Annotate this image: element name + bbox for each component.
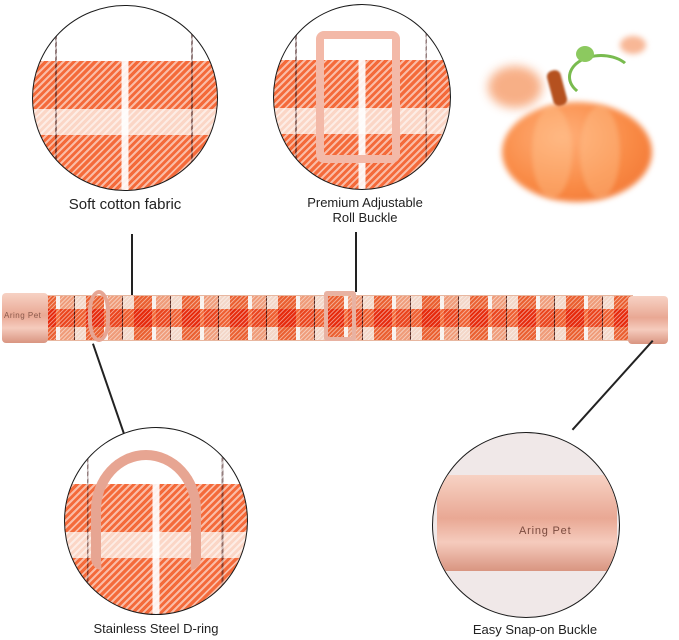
pumpkin-body (502, 102, 652, 202)
pumpkin-rib (580, 106, 620, 198)
connector-line-snap-buckle (571, 340, 654, 431)
pumpkin-stem (545, 68, 569, 108)
snap-buckle-label: Easy Snap-on Buckle (472, 622, 598, 637)
fabric-label: Soft cotton fabric (68, 196, 182, 213)
roll-buckle-label-line1: Premium Adjustable (307, 195, 423, 210)
roll-buckle-closeup-image (273, 4, 451, 190)
collar-roll-buckle (324, 291, 356, 341)
roll-buckle-frame (316, 31, 400, 163)
snap-buckle-closeup-body (437, 475, 617, 571)
d-ring-closeup-image (64, 427, 248, 615)
pumpkin-leaf (576, 46, 594, 62)
d-ring-label: Stainless Steel D-ring (93, 621, 219, 636)
collar-snap-buckle-left (2, 293, 48, 343)
roll-buckle-label-line2: Roll Buckle (332, 210, 398, 225)
collar-strap (38, 295, 633, 341)
collar-d-ring (88, 290, 110, 342)
collar-brand-engraving: Aring Pet (4, 311, 42, 320)
collar-snap-buckle-right (628, 296, 668, 344)
pumpkin-rib (532, 106, 572, 198)
pumpkin-tiny-blur (620, 36, 646, 54)
connector-line-d-ring (92, 343, 126, 439)
d-ring-closeup-ring (91, 450, 201, 570)
snap-buckle-closeup-engraving: Aring Pet (519, 525, 572, 537)
pumpkin-small-blur (488, 66, 542, 108)
fabric-closeup-image (32, 5, 218, 191)
pumpkin-vine (568, 54, 634, 100)
connector-line-roll-buckle (355, 232, 357, 292)
pumpkin-icon (472, 30, 672, 205)
connector-line-fabric (131, 234, 133, 296)
snap-buckle-closeup-image: Aring Pet (432, 432, 620, 618)
